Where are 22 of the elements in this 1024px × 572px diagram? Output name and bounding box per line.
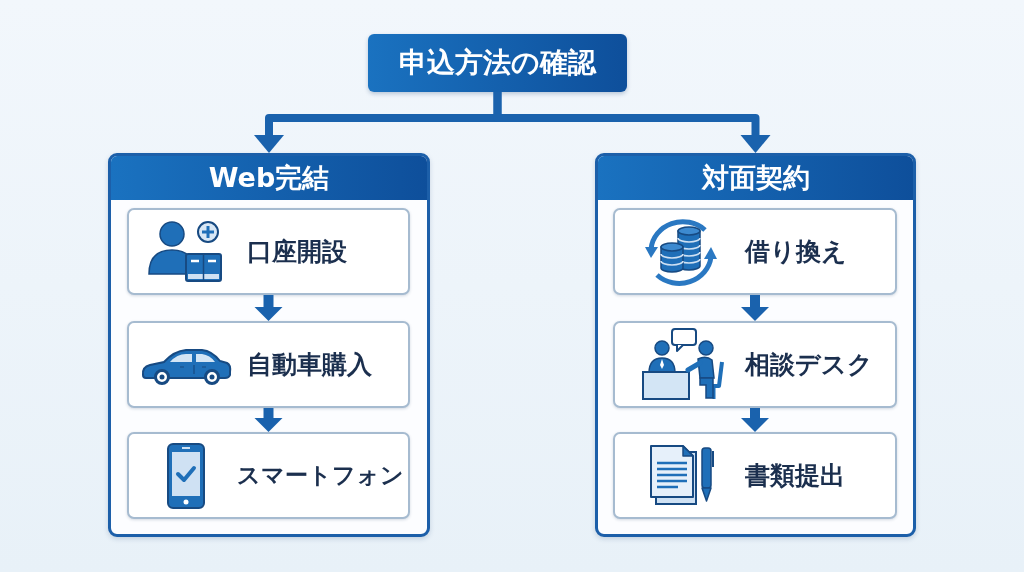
step-label: 書類提出 [745,460,845,491]
step-box [613,208,897,295]
step-box [613,432,897,519]
step-label: 口座開設 [247,236,347,267]
step-box [127,321,410,408]
panel [108,153,430,537]
step-label: 自動車購入 [247,349,372,380]
panel-header: 対面契約 [598,156,913,200]
arrow [254,408,283,432]
panel [595,153,916,537]
step-label: 借り換え [745,236,847,267]
step-label: 相談デスク [745,349,873,380]
panel-header: Web完結 [111,156,427,200]
arrow [254,295,283,321]
arrow [741,408,769,432]
step-box [127,208,410,295]
step-box [613,321,897,408]
step-label: スマートフォン [237,461,404,490]
arrow [741,295,769,321]
step-box [127,432,410,519]
heading-box: 申込方法の確認 [368,34,627,92]
arrow [493,92,771,153]
